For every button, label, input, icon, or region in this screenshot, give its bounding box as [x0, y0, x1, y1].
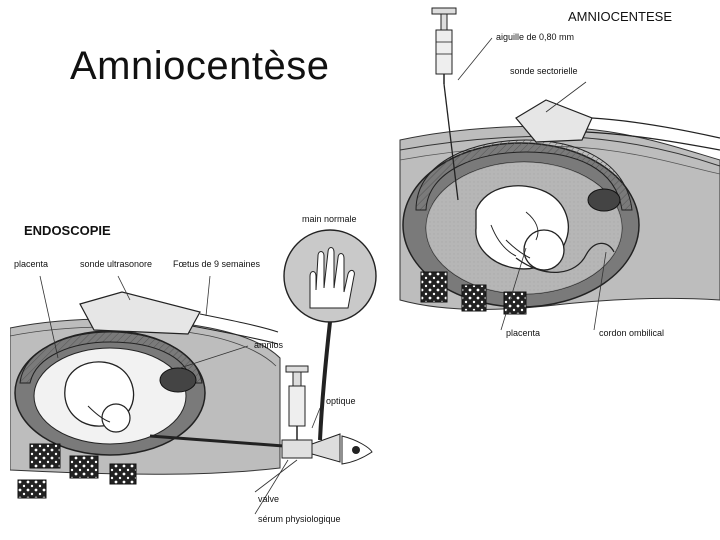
- valve-syringe: [281, 365, 313, 459]
- fetus: [475, 185, 569, 271]
- bone-2: [69, 455, 99, 479]
- slide-title: Amniocentèse: [70, 44, 330, 88]
- bone-1: [29, 443, 61, 469]
- label-ultrasound-probe: sonde ultrasonore: [80, 259, 152, 269]
- bone-1: [420, 271, 448, 303]
- fetus: [64, 361, 135, 433]
- dark-structure: [159, 367, 197, 393]
- amniocentese-heading: AMNIOCENTESE: [568, 9, 672, 24]
- bone-3: [109, 463, 137, 485]
- label-normal-hand: main normale: [302, 214, 357, 224]
- bone-2: [461, 284, 487, 312]
- umbilical-cord: [515, 242, 615, 273]
- endoscopie-figure: ENDOSCOPIE: [10, 214, 377, 524]
- normal-hand-inset: [283, 229, 377, 323]
- sector-probe: [515, 99, 720, 151]
- bone-4: [17, 479, 47, 499]
- label-needle: aiguille de 0,80 mm: [496, 32, 574, 42]
- optique-eye: [311, 433, 373, 465]
- label-amnios: amnios: [254, 340, 284, 350]
- endoscopie-heading: ENDOSCOPIE: [24, 223, 111, 238]
- label-probe: sonde sectorielle: [510, 66, 578, 76]
- placenta-layer: [19, 331, 203, 384]
- ultrasound-probe: [79, 291, 279, 345]
- dark-structure: [587, 188, 621, 212]
- bone-3: [503, 291, 527, 315]
- syringe: [431, 7, 457, 84]
- label-optique: optique: [326, 396, 356, 406]
- amniocentese-figure: AMNIOCENTESE aiguille de 0,80 mm sonde s…: [399, 7, 720, 338]
- placenta-layer: [415, 139, 633, 211]
- label-placenta: placenta: [506, 328, 540, 338]
- label-cord: cordon ombilical: [599, 328, 664, 338]
- label-placenta: placenta: [14, 259, 48, 269]
- label-serum: sérum physiologique: [258, 514, 341, 524]
- label-fetus: Fœtus de 9 semaines: [173, 259, 261, 269]
- label-valve: valve: [258, 494, 279, 504]
- needle: [443, 83, 459, 201]
